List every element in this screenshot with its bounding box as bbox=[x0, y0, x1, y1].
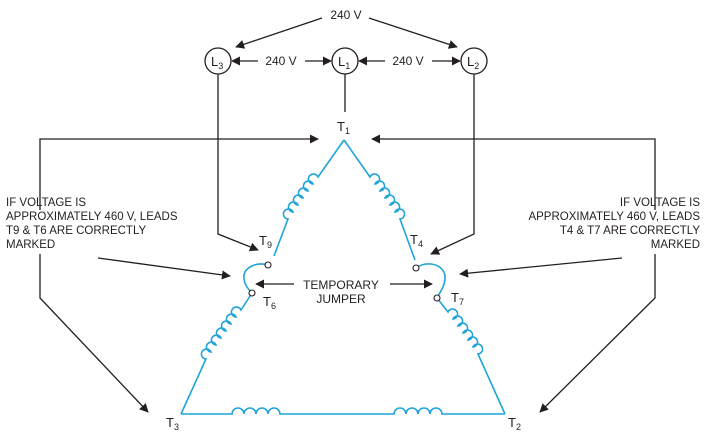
coil-t7-t2 bbox=[436, 297, 506, 415]
coil-t6-t3 bbox=[180, 292, 253, 415]
right-note-line-1: IF VOLTAGE IS bbox=[620, 197, 700, 209]
meter-l1-label: L1 bbox=[338, 54, 350, 71]
left-note-line-4: MARKED bbox=[6, 239, 55, 251]
terminal-point-t4 bbox=[412, 264, 420, 272]
jumper-loop-left bbox=[243, 263, 269, 294]
terminal-point-t9 bbox=[264, 261, 272, 269]
terminal-label-t4: T4 bbox=[410, 232, 423, 249]
right-note-line-3: T4 & T7 ARE CORRECTLY bbox=[560, 225, 700, 237]
jumper-label-line-1: TEMPORARY bbox=[303, 278, 379, 292]
terminal-label-t2: T2 bbox=[508, 415, 521, 432]
meter-l3-label: L3 bbox=[211, 54, 223, 71]
right-note-arrow bbox=[459, 257, 623, 278]
terminal-point-t6 bbox=[248, 289, 256, 297]
jumper-loop-right bbox=[415, 263, 446, 299]
terminal-label-t9: T9 bbox=[259, 233, 272, 250]
terminal-label-t6: T6 bbox=[263, 294, 276, 311]
coil-t1-t4 bbox=[343, 139, 416, 261]
arrow-right-to-t1 bbox=[371, 134, 656, 210]
arrow-to-l2 bbox=[368, 17, 458, 49]
meter-l3: L3 bbox=[204, 47, 232, 75]
l3-lead-to-t9 bbox=[217, 74, 259, 252]
left-note-arrow bbox=[97, 257, 231, 280]
left-note-line-1: IF VOLTAGE IS bbox=[6, 197, 86, 209]
arrow-left-to-t1 bbox=[39, 134, 319, 210]
terminal-label-t3: T3 bbox=[166, 415, 179, 432]
meter-l1: L1 bbox=[331, 47, 359, 75]
jumper-label-line-2: JUMPER bbox=[316, 292, 366, 306]
voltage-l3-l1: 240 V bbox=[265, 54, 296, 68]
l2-lead-to-t4 bbox=[430, 74, 475, 255]
right-note: IF VOLTAGE IS APPROXIMATELY 460 V, LEADS… bbox=[528, 197, 700, 251]
left-note-line-3: T9 & T6 ARE CORRECTLY bbox=[6, 225, 146, 237]
terminal-point-t7 bbox=[433, 294, 441, 302]
right-note-line-4: MARKED bbox=[651, 239, 700, 251]
coil-t3-t2 bbox=[181, 407, 505, 415]
right-arrow-to-t2 bbox=[539, 254, 656, 413]
left-note-line-2: APPROXIMATELY 460 V, LEADS bbox=[6, 211, 178, 223]
meter-l2-label: L2 bbox=[467, 54, 479, 71]
terminal-label-t7: T7 bbox=[451, 290, 464, 307]
coil-t1-t9 bbox=[273, 139, 345, 257]
voltage-l1-l2: 240 V bbox=[392, 54, 423, 68]
left-note: IF VOLTAGE IS APPROXIMATELY 460 V, LEADS… bbox=[6, 197, 178, 251]
arrow-to-l3 bbox=[235, 17, 323, 49]
top-voltage-label: 240 V bbox=[330, 8, 361, 22]
left-arrow-to-t3 bbox=[39, 254, 149, 413]
winding-triangle bbox=[180, 139, 506, 415]
meter-l2: L2 bbox=[460, 47, 488, 75]
terminal-label-t1: T1 bbox=[337, 119, 350, 136]
right-note-line-2: APPROXIMATELY 460 V, LEADS bbox=[528, 211, 700, 223]
